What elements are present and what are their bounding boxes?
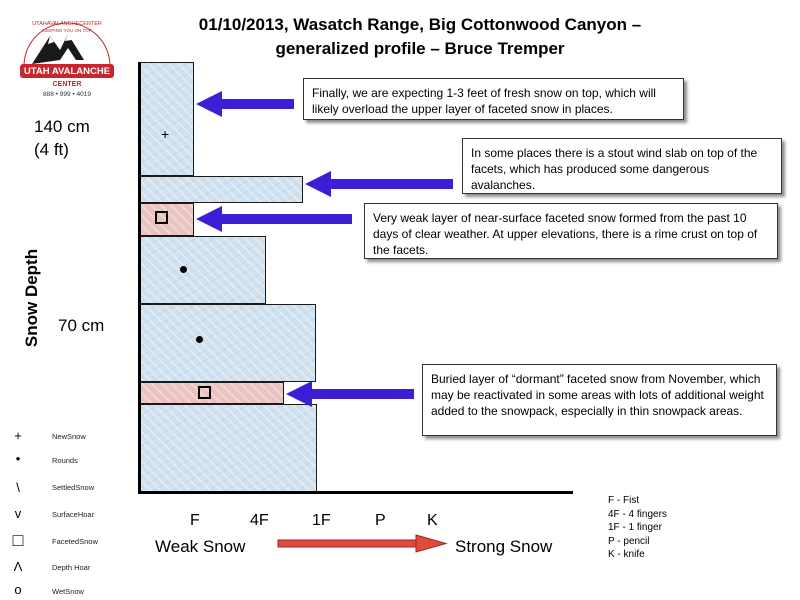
hardness-key-knife: K - knife bbox=[608, 549, 645, 560]
callout-near-surface-facets: Very weak layer of near-surface faceted … bbox=[364, 203, 778, 259]
faceted-snow-symbol bbox=[198, 386, 211, 399]
strong-snow-label: Strong Snow bbox=[455, 537, 553, 556]
title-line-2: generalized profile – Bruce Tremper bbox=[275, 39, 565, 58]
layer-buried-facets bbox=[139, 382, 284, 404]
layer-rounds-upper bbox=[139, 236, 266, 304]
arrow-buried-facets bbox=[286, 381, 414, 407]
legend-label-settled-snow: SettledSnow bbox=[52, 483, 95, 492]
callout-buried-facets: Buried layer of “dormant” faceted snow f… bbox=[422, 364, 777, 436]
arrow-fresh-snow bbox=[196, 91, 294, 117]
callout-wind-slab: In some places there is a stout wind sla… bbox=[462, 138, 782, 194]
layer-wind-slab bbox=[139, 176, 303, 203]
layer-new-snow: + bbox=[139, 62, 194, 176]
logo-phone-text: 888 • 999 • 4019 bbox=[43, 91, 91, 98]
arrow-near-surface-facets bbox=[196, 206, 352, 232]
legend-label-rounds: Rounds bbox=[52, 456, 78, 465]
depth-label-70cm: 70 cm bbox=[58, 316, 105, 335]
rounds-symbol bbox=[180, 266, 187, 273]
title-line-1: 01/10/2013, Wasatch Range, Big Cottonwoo… bbox=[198, 15, 642, 34]
hardness-tick-1f: 1F bbox=[312, 512, 331, 529]
hardness-tick-f: F bbox=[190, 512, 200, 529]
legend-symbol-depth-hoar: Λ bbox=[13, 559, 23, 574]
legend-symbol-new-snow: + bbox=[14, 428, 22, 443]
layer-rounds-lower bbox=[139, 304, 316, 382]
hardness-tick-p: P bbox=[375, 512, 386, 529]
y-axis-label: Snow Depth bbox=[22, 248, 41, 348]
depth-label-4ft: (4 ft) bbox=[34, 140, 69, 159]
legend-label-surface-hoar: SurfaceHoar bbox=[52, 510, 95, 519]
weak-snow-label: Weak Snow bbox=[155, 537, 246, 556]
hardness-tick-k: K bbox=[427, 512, 438, 529]
y-axis-line bbox=[138, 62, 141, 494]
logo-site-text: UTAHAVALANCHECENTER bbox=[32, 21, 102, 27]
layer-near-surface-facets bbox=[139, 203, 194, 236]
arrow-wind-slab bbox=[305, 171, 453, 197]
hardness-key-4-fingers: 4F - 4 fingers bbox=[608, 509, 667, 520]
legend-symbol-faceted-snow: □ bbox=[12, 530, 24, 550]
hardness-key-1-finger: 1F - 1 finger bbox=[608, 522, 662, 533]
legend-symbol-rounds: • bbox=[15, 451, 21, 466]
depth-label-140cm: 140 cm bbox=[34, 117, 90, 136]
weak-to-strong-arrow bbox=[277, 534, 448, 553]
logo-ring-text: KEEPING YOU ON TOP bbox=[42, 28, 91, 33]
legend-label-depth-hoar: Depth Hoar bbox=[52, 563, 91, 572]
faceted-snow-symbol bbox=[155, 211, 168, 224]
legend-label-wet-snow: WetSnow bbox=[52, 587, 84, 596]
logo-sub-text: CENTER bbox=[53, 81, 82, 88]
hardness-tick-4f: 4F bbox=[250, 512, 269, 529]
rounds-symbol bbox=[196, 336, 203, 343]
legend-label-new-snow: NewSnow bbox=[52, 432, 86, 441]
callout-fresh-snow: Finally, we are expecting 1-3 feet of fr… bbox=[303, 78, 684, 120]
hardness-key-fist: F - Fist bbox=[608, 495, 640, 506]
layer-basal-snow bbox=[139, 404, 317, 492]
hardness-key-pencil: P - pencil bbox=[608, 536, 650, 547]
new-snow-symbol: + bbox=[161, 126, 170, 142]
legend-symbol-settled-snow: \ bbox=[16, 480, 20, 495]
utah-avalanche-center-logo: UTAH AVALANCHE CENTER 888 • 999 • 4019 U… bbox=[12, 14, 122, 98]
legend-label-faceted-snow: FacetedSnow bbox=[52, 537, 98, 546]
legend-symbol-wet-snow: o bbox=[14, 582, 22, 597]
legend-symbol-surface-hoar: v bbox=[14, 506, 22, 521]
logo-name-text: UTAH AVALANCHE bbox=[24, 66, 110, 77]
x-axis-line bbox=[138, 491, 573, 494]
